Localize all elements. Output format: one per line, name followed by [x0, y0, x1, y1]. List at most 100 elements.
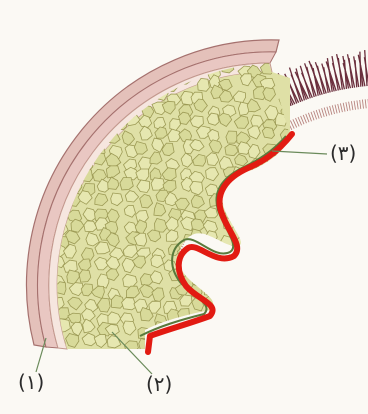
tissue-cell	[295, 209, 307, 221]
tissue-cell	[80, 91, 94, 104]
tissue-cell	[225, 144, 238, 156]
tissue-cell	[267, 232, 280, 246]
tissue-cell	[289, 298, 303, 311]
stripe-line	[346, 102, 348, 111]
tissue-cell	[259, 273, 274, 286]
tissue-cell	[194, 257, 208, 270]
tissue-cell	[235, 257, 247, 269]
tissue-cell	[249, 216, 261, 228]
tissue-cell	[120, 178, 133, 190]
stripe-line	[332, 105, 334, 114]
tissue-cell	[262, 204, 274, 216]
stripe-line	[322, 108, 325, 117]
tissue-cell	[251, 183, 265, 197]
tissue-cell	[233, 270, 245, 284]
tissue-cell	[290, 274, 303, 286]
tissue-cell	[292, 219, 304, 233]
stripe-line	[324, 108, 327, 117]
tissue-cell	[52, 87, 65, 99]
stripe-line	[327, 107, 330, 116]
stripe-line	[357, 100, 358, 109]
tissue-cell	[289, 281, 303, 293]
tissue-cell	[246, 257, 260, 272]
tissue-cell	[53, 132, 66, 143]
stripe-line	[308, 113, 311, 122]
tissue-cell	[233, 286, 244, 299]
tissue-cell	[95, 75, 107, 88]
tissue-cell	[289, 154, 301, 165]
tissue-cell	[265, 184, 278, 196]
tissue-cell	[134, 62, 147, 76]
tissue-cell	[280, 196, 292, 209]
tissue-cell	[217, 282, 232, 294]
tissue-cell	[237, 338, 250, 350]
tissue-cell	[289, 335, 301, 348]
tissue-cell	[234, 194, 247, 206]
tissue-cell	[205, 260, 217, 273]
tissue-cell	[69, 77, 83, 89]
tissue-cell	[290, 180, 304, 193]
tissue-cell	[178, 341, 191, 351]
tissue-cell	[70, 116, 82, 129]
tissue-cell	[99, 64, 113, 77]
tissue-cell	[51, 117, 64, 131]
tissue-cell	[67, 91, 82, 103]
tissue-cell	[280, 256, 293, 269]
tissue-cell	[250, 273, 263, 286]
tissue-cell	[246, 233, 258, 247]
hair-strand	[305, 63, 317, 96]
tissue-cell	[279, 176, 292, 189]
stripe-line	[340, 103, 342, 112]
stripe-line	[319, 109, 322, 118]
tissue-cell	[210, 321, 224, 333]
tissue-cell	[192, 339, 203, 353]
tissue-cell	[212, 274, 225, 289]
tissue-cell	[276, 271, 290, 285]
tissue-cell	[218, 303, 232, 314]
tissue-cell	[295, 260, 306, 273]
stripe-line	[301, 116, 304, 124]
stripe-line	[306, 114, 309, 122]
stripe-line	[343, 103, 345, 112]
stripe-line	[311, 112, 314, 120]
tissue-cell	[248, 295, 262, 309]
tissue-cell	[293, 307, 305, 321]
stripe-line	[314, 111, 317, 120]
tissue-cell	[267, 280, 280, 294]
tissue-cell	[275, 168, 288, 181]
tissue-cell	[183, 259, 195, 272]
tissue-cell	[280, 153, 292, 167]
label-2: (۲)	[146, 374, 172, 394]
stripe-line	[303, 115, 306, 123]
tissue-cell	[281, 335, 294, 347]
tissue-cell	[254, 166, 267, 178]
tissue-cell	[253, 333, 265, 347]
tissue-cell	[280, 299, 292, 310]
label-1: (۱)	[18, 372, 44, 392]
stripe-line	[338, 104, 340, 113]
tissue-cell	[252, 208, 267, 222]
stripe-line	[349, 102, 351, 111]
tissue-cell	[239, 307, 253, 321]
tissue-cell	[294, 165, 305, 179]
tissue-cell	[252, 194, 265, 208]
tissue-cell	[261, 261, 276, 273]
tissue-cell	[279, 244, 292, 256]
tissue-cell	[84, 76, 97, 88]
tissue-cell	[233, 183, 245, 198]
tissue-cell	[56, 78, 69, 91]
tissue-cell	[238, 219, 251, 232]
tissue-cell	[281, 232, 293, 246]
tissue-cell	[265, 216, 279, 229]
tissue-cell	[225, 322, 239, 338]
tissue-cell	[261, 339, 274, 350]
tissue-cell	[238, 322, 250, 336]
tissue-cell	[249, 284, 263, 297]
tissue-cell	[67, 64, 79, 78]
stripe-line	[354, 101, 355, 110]
tissue-cell	[49, 140, 61, 152]
stripe-line	[330, 106, 332, 115]
tissue-cell	[245, 325, 259, 336]
tissue-cell	[244, 246, 258, 259]
